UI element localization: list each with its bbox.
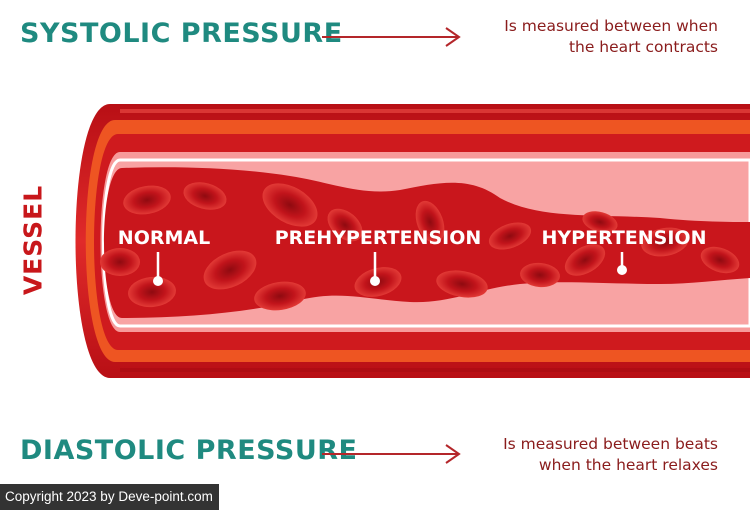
systolic-pressure-heading: SYSTOLIC PRESSURE bbox=[20, 18, 343, 49]
red-blood-cells bbox=[100, 182, 740, 311]
diastolic-description-line-2: when the heart relaxes bbox=[538, 456, 718, 474]
diastolic-pressure-heading: DIASTOLIC PRESSURE bbox=[20, 435, 358, 466]
stage-label-prehypertension: PREHYPERTENSION bbox=[274, 227, 482, 249]
systolic-description: Is measured between when the heart contr… bbox=[504, 16, 718, 58]
systolic-arrow-icon bbox=[322, 27, 461, 47]
systolic-description-line-1: Is measured between when bbox=[504, 17, 718, 35]
diastolic-description: Is measured between beats when the heart… bbox=[503, 434, 718, 476]
stage-label-normal: NORMAL bbox=[117, 227, 211, 249]
diastolic-arrow-icon bbox=[322, 444, 461, 464]
diastolic-description-line-1: Is measured between beats bbox=[503, 435, 718, 453]
vessel-label: VESSEL bbox=[18, 184, 48, 296]
stage-pointers bbox=[153, 252, 627, 286]
stage-label-hypertension: HYPERTENSION bbox=[541, 227, 707, 249]
systolic-description-line-2: the heart contracts bbox=[568, 38, 718, 56]
copyright-notice: Copyright 2023 by Deve-point.com bbox=[0, 484, 219, 510]
